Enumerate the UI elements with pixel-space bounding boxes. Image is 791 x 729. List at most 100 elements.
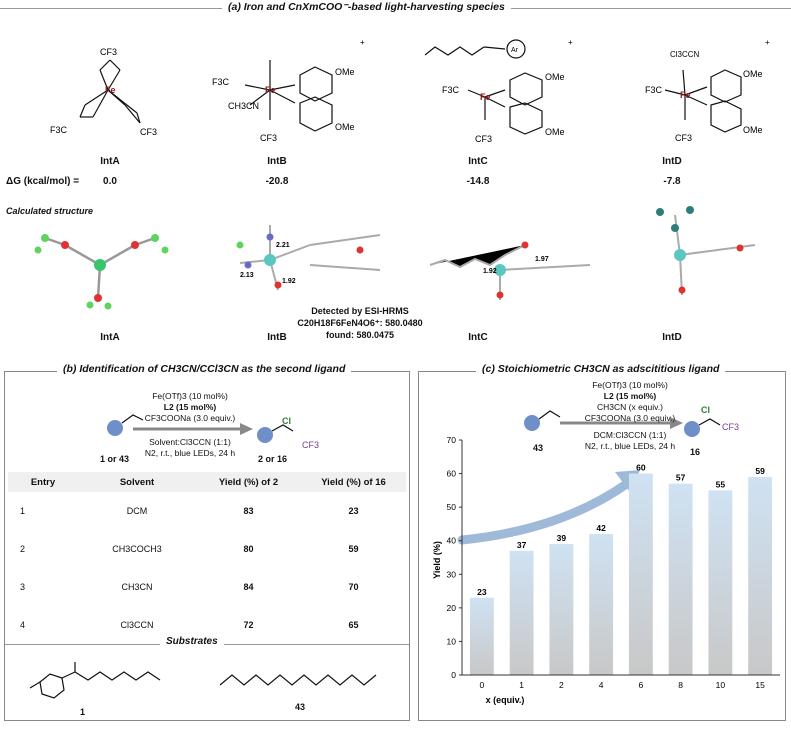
intb-f3c: F3C — [212, 77, 230, 87]
panel-b-product-cl: Cl — [282, 416, 291, 426]
intc-dg: -14.8 — [466, 176, 490, 187]
col-entry: Entry — [8, 472, 78, 492]
intb-structure: Fe OMe OMe F3C CH3CN CF3 + — [212, 38, 365, 143]
esi-line-3: found: 580.0475 — [325, 330, 395, 340]
intd-calc-label: IntD — [662, 332, 682, 343]
bar-x-2 — [549, 544, 574, 675]
bar-x-15 — [748, 476, 773, 675]
intd-label: IntD — [662, 156, 682, 167]
panel-a-title: (a) Iron and CnXmCOO⁻-based light-harves… — [222, 1, 511, 13]
table-row: 2 CH3COCH3 80 59 — [8, 530, 406, 568]
intc-cf3: CF3 — [475, 134, 492, 144]
intb-label: IntB — [267, 156, 287, 167]
panel-c-product-label: 16 — [690, 447, 701, 457]
cell-yield-2: 80 — [243, 544, 254, 554]
substrate-43-label: 43 — [295, 702, 306, 712]
intc-ar: Ar — [511, 47, 519, 54]
table-row: 1 DCM 83 23 — [8, 492, 406, 530]
bar-value-label: 57 — [676, 473, 686, 483]
panel-b-cond-4: Solvent:Cl3CCN (1:1) — [149, 437, 231, 447]
intb-dg: -20.8 — [265, 176, 289, 187]
intb-ch3cn-side: CH3CN — [228, 101, 259, 111]
panel-c-conditions-below: DCM:Cl3CCN (1:1) N2, r.t., blue LEDs, 24… — [570, 430, 690, 452]
substrate-1-label: 1 — [80, 707, 86, 717]
bar-value-label: 55 — [716, 479, 726, 489]
panel-b-cond-2: L2 (15 mol%) — [163, 402, 217, 412]
y-tick-label: 20 — [447, 603, 457, 613]
panel-b-product-cf3: CF3 — [302, 440, 320, 450]
col-yield-16: Yield (%) of 16 — [301, 472, 406, 492]
bar-x-1 — [509, 550, 534, 675]
intc-bond-192: 1.92 — [483, 268, 497, 275]
panel-b-conditions-below: Solvent:Cl3CCN (1:1) N2, r.t., blue LEDs… — [130, 437, 250, 459]
bar-value-label: 60 — [636, 463, 646, 473]
delta-g-label: ΔG (kcal/mol) = — [6, 176, 80, 187]
intd-f3c: F3C — [645, 85, 663, 95]
x-tick-label: 10 — [716, 680, 726, 690]
cell-yield-2: 72 — [243, 620, 254, 630]
bar-x-0 — [469, 597, 494, 675]
substrates-title: Substrates — [160, 636, 224, 647]
bar-value-label: 39 — [557, 533, 567, 543]
bar-value-label: 23 — [477, 587, 487, 597]
bar-x-10 — [708, 490, 733, 675]
panel-c-cond-4: CF3COONa (3.0 equiv.) — [584, 413, 676, 423]
inta-label: IntA — [100, 156, 120, 167]
esi-hrms-note: Detected by ESI-HRMS C20H18F6FeN4O6⁺: 58… — [290, 305, 430, 341]
y-tick-label: 30 — [447, 569, 457, 579]
intd-fe: Fe — [680, 90, 691, 100]
inta-cf3-right: CF3 — [140, 127, 157, 137]
y-tick-label: 60 — [447, 469, 457, 479]
intd-structure: Fe OMe OMe F3C CF3 Cl3CCN + — [645, 38, 770, 143]
table-row: 4 Cl3CCN 72 65 — [8, 606, 406, 644]
cell-solvent: CH3CN — [121, 582, 153, 592]
y-tick-label: 0 — [451, 670, 456, 680]
inta-structure: Fe CF3 F3C CF3 — [50, 47, 157, 137]
substrates-structures — [29, 662, 377, 699]
panel-c-cond-2: L2 (15 mol%) — [603, 391, 657, 401]
intb-fe: Fe — [265, 85, 276, 95]
cell-yield-16: 70 — [348, 582, 359, 592]
intc-f3c: F3C — [442, 85, 460, 95]
intc-label: IntC — [468, 156, 488, 167]
bar-x-4 — [589, 534, 614, 675]
yield-table-header: Entry Solvent Yield (%) of 2 Yield (%) o… — [8, 472, 406, 492]
intb-bond-213: 2.13 — [240, 272, 254, 279]
cell-yield-2: 84 — [243, 582, 254, 592]
y-tick-label: 50 — [447, 502, 457, 512]
cell-yield-16: 23 — [348, 506, 359, 516]
intb-calc-label: IntB — [267, 332, 287, 343]
calc-structure-label: Calculated structure — [6, 206, 94, 216]
cell-entry: 1 — [20, 506, 26, 516]
bar-value-label: 37 — [517, 540, 527, 550]
panel-c-product-cl: Cl — [701, 405, 710, 415]
cell-solvent: DCM — [126, 506, 148, 516]
panel-c-cond-5: DCM:Cl3CCN (1:1) — [593, 430, 667, 440]
x-axis-label: x (equiv.) — [486, 695, 525, 705]
inta-calc-label: IntA — [100, 332, 120, 343]
x-tick-label: 15 — [755, 680, 765, 690]
cell-yield-16: 59 — [348, 544, 359, 554]
intd-calc-model — [656, 206, 756, 296]
bar-value-label: 59 — [755, 466, 765, 476]
intd-cf3: CF3 — [675, 133, 692, 143]
panel-b-reactant-label: 1 or 43 — [100, 454, 130, 464]
intc-ome-bottom: OMe — [545, 127, 565, 137]
cell-solvent: Cl3CCN — [120, 620, 154, 630]
cell-entry: 2 — [20, 544, 26, 554]
panel-c-reactant-label: 43 — [533, 443, 544, 453]
intd-cl3ccn: Cl3CCN — [670, 50, 700, 59]
inta-f3c-left: F3C — [50, 125, 68, 135]
cell-entry: 3 — [20, 582, 26, 592]
panel-b-cond-3: CF3COONa (3.0 equiv.) — [144, 413, 236, 423]
inta-fe: Fe — [105, 85, 116, 95]
x-tick-label: 8 — [678, 680, 683, 690]
panel-c-cond-1: Fe(OTf)3 (10 mol%) — [592, 380, 668, 390]
y-tick-label: 10 — [447, 636, 457, 646]
cell-entry: 4 — [20, 620, 26, 630]
bar-value-label: 42 — [596, 523, 606, 533]
intd-ome-bottom: OMe — [743, 125, 763, 135]
panel-b-title: (b) Identification of CH3CN/CCl3CN as th… — [57, 363, 352, 375]
panel-c-scheme — [524, 410, 721, 437]
